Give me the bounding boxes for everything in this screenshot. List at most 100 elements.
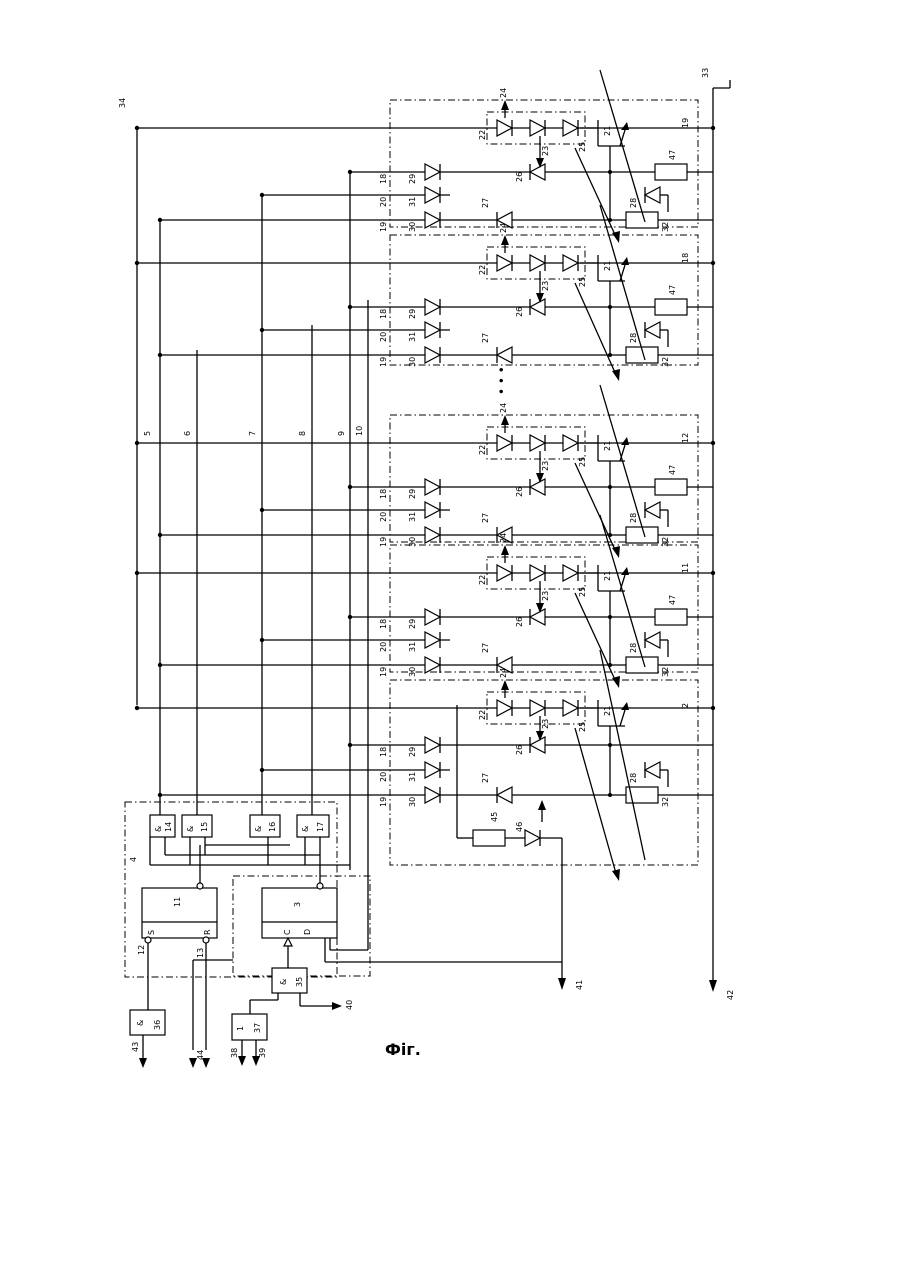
row-label: 20 [379,642,388,652]
module-18: 1824222129182623473120301927283225 [135,205,715,381]
row-label: 19 [379,222,388,232]
diode-26 [530,479,545,495]
label-47: 47 [668,285,677,295]
label-29: 29 [408,619,417,629]
label-46: 46 [515,822,524,832]
label-30: 30 [408,667,417,677]
label-27: 27 [481,198,490,208]
gate-36-label: 36 [153,1020,162,1030]
label-30: 30 [408,222,417,232]
counter-11-r: R [203,929,212,935]
label-22: 22 [478,710,487,720]
module-id-label: 2 [681,703,690,708]
counter-wiring [148,938,562,1050]
label-31: 31 [408,642,417,652]
counter-11-inv-output [197,883,203,889]
row-label: 18 [379,747,388,757]
label-47: 47 [668,150,677,160]
led-diode [563,700,578,716]
module-border [390,415,698,542]
led-diode [530,700,545,716]
module-border [390,545,698,672]
label-25: 25 [578,587,587,597]
diode-29 [425,609,440,625]
label-45: 45 [490,812,499,822]
row-label: 20 [379,772,388,782]
gate-36-symbol: & [136,1020,145,1026]
module-stack: 1924222129182623473120301927283225182422… [135,70,715,881]
label-31: 31 [408,197,417,207]
gate-16-label: 16 [268,822,277,832]
input-circuit [457,705,566,990]
led-diode [497,700,512,716]
label-47: 47 [668,465,677,475]
label-24: 24 [499,403,508,413]
gate-interconnect [150,837,350,885]
label-21: 21 [603,706,612,716]
led-diode [497,255,512,271]
module-id-label: 12 [681,433,690,443]
led-diode [530,255,545,271]
diode-26 [530,299,545,315]
label-21: 21 [603,126,612,136]
label-29: 29 [408,747,417,757]
counter-11-s: S [147,930,156,935]
bus-label-10: 10 [355,426,364,436]
bus-label-5: 5 [143,431,152,436]
label-24: 24 [499,668,508,678]
label-21: 21 [603,571,612,581]
diode-31 [425,632,440,648]
io-label-42: 42 [726,990,735,1000]
label-22: 22 [478,445,487,455]
label-29: 29 [408,489,417,499]
row-label: 18 [379,309,388,319]
diode-27 [497,347,512,363]
module-border [390,100,698,227]
led-diode [563,120,578,136]
label-23: 23 [541,719,550,729]
gate-14-label: 14 [164,822,173,832]
led-diode [530,565,545,581]
row-label: 18 [379,174,388,184]
label-32: 32 [661,667,670,677]
io-label-43: 43 [131,1042,140,1052]
label-25: 25 [578,142,587,152]
diode-26 [530,737,545,753]
diode-29 [425,299,440,315]
label-29: 29 [408,174,417,184]
gate-17-label: 17 [316,822,325,832]
row-label: 18 [379,619,388,629]
label-21: 21 [603,261,612,271]
diode-28-led [645,762,660,778]
label-27: 27 [481,333,490,343]
diode-28-led [645,632,660,648]
counter-3-d: D [303,929,312,935]
label-26: 26 [515,487,524,497]
label-13: 13 [196,948,205,958]
row-label: 20 [379,512,388,522]
module-id-label: 18 [681,253,690,263]
diode-30 [425,212,440,228]
io-label-33: 33 [701,68,710,78]
diode-26 [530,609,545,625]
label-24: 24 [499,223,508,233]
diode-26 [530,164,545,180]
module-2: 2242221291826233120301927283225 [135,650,715,881]
io-label-40: 40 [345,1000,354,1010]
output-line-33-42 [709,80,730,992]
clock-input-marker [284,938,292,946]
label-28: 28 [629,773,638,783]
resistor-47 [655,299,687,315]
gate-15-symbol: & [186,826,195,832]
label-26: 26 [515,617,524,627]
counter-3-c: C [283,929,292,935]
label-28: 28 [629,643,638,653]
gate-14-symbol: & [154,826,163,832]
label-27: 27 [481,643,490,653]
led-diode [497,120,512,136]
diode-46 [525,830,540,846]
label-31: 31 [408,772,417,782]
resistor-28 [626,212,658,228]
counter-3 [262,888,337,938]
row-label: 18 [379,489,388,499]
